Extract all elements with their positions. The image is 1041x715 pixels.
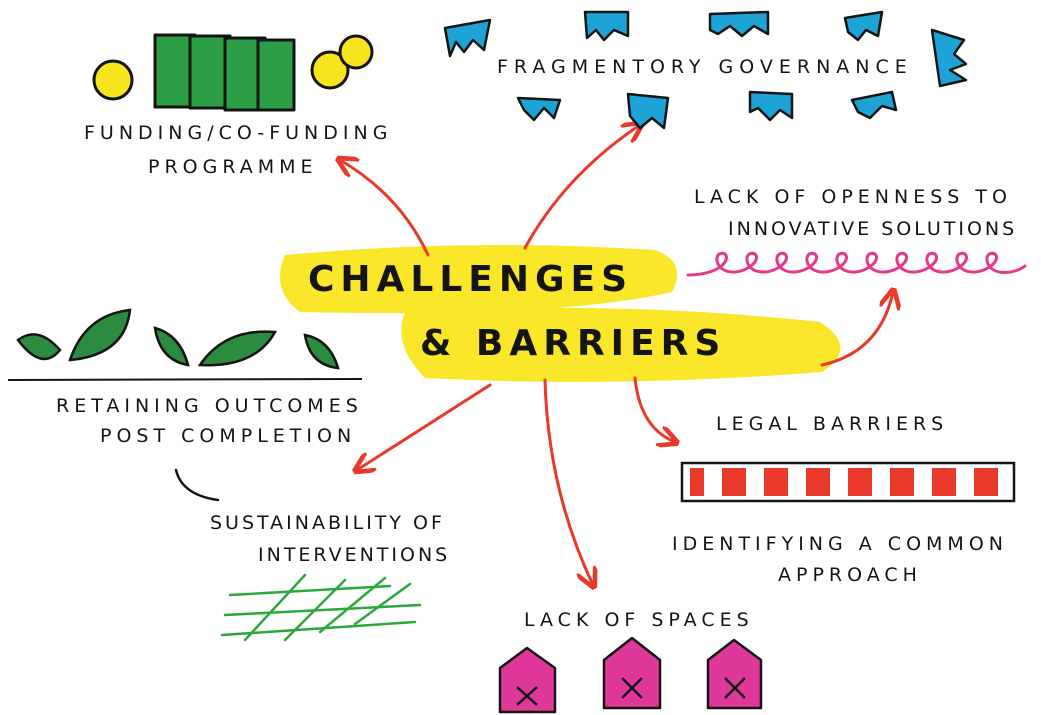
sustainability-label-line2: INTERVENTIONS: [258, 544, 451, 566]
funding-label-line2: PROGRAMME: [148, 156, 318, 178]
arrow-to-legal: [633, 376, 675, 442]
sustainability-label-line1: SUSTAINABILITY OF: [210, 512, 445, 534]
arrow-to-spaces: [543, 378, 593, 585]
retaining-label-line1: RETAINING OUTCOMES: [56, 395, 363, 417]
barrier-tape-icon: [680, 461, 1016, 503]
governance-label: FRAGMENTORY GOVERNANCE: [497, 56, 913, 78]
loop-squiggle-icon: [686, 251, 1027, 277]
grid-mesh-icon: [220, 573, 422, 642]
arrows: [340, 125, 893, 585]
arrow-to-funding: [340, 160, 430, 257]
funding-label-line1: FUNDING/CO-FUNDING: [84, 122, 393, 144]
money-and-coins-icon: [92, 33, 374, 112]
arrow-to-sustainability: [357, 383, 492, 470]
common-label-line1: IDENTIFYING A COMMON: [672, 533, 1008, 555]
openness-label-line1: LACK OF OPENNESS TO: [694, 186, 1012, 208]
common-label-line2: APPROACH: [778, 564, 922, 586]
broken-fragments-icon: [443, 10, 968, 130]
legal-label: LEGAL BARRIERS: [716, 413, 949, 435]
connector-stroke: [174, 468, 220, 502]
center-title-line2: & BARRIERS: [420, 323, 727, 364]
openness-label-line2: INNOVATIVE SOLUTIONS: [728, 218, 1018, 240]
retaining-label-line2: POST COMPLETION: [100, 425, 357, 447]
center-highlight: [280, 245, 841, 382]
spaces-label: LACK OF SPACES: [524, 609, 754, 631]
arrow-to-governance: [523, 125, 640, 250]
crossed-house-icon: [498, 636, 763, 714]
arrow-to-openness: [820, 292, 893, 367]
leaves-icon: [7, 308, 363, 381]
center-title-line1: CHALLENGES: [308, 259, 634, 300]
